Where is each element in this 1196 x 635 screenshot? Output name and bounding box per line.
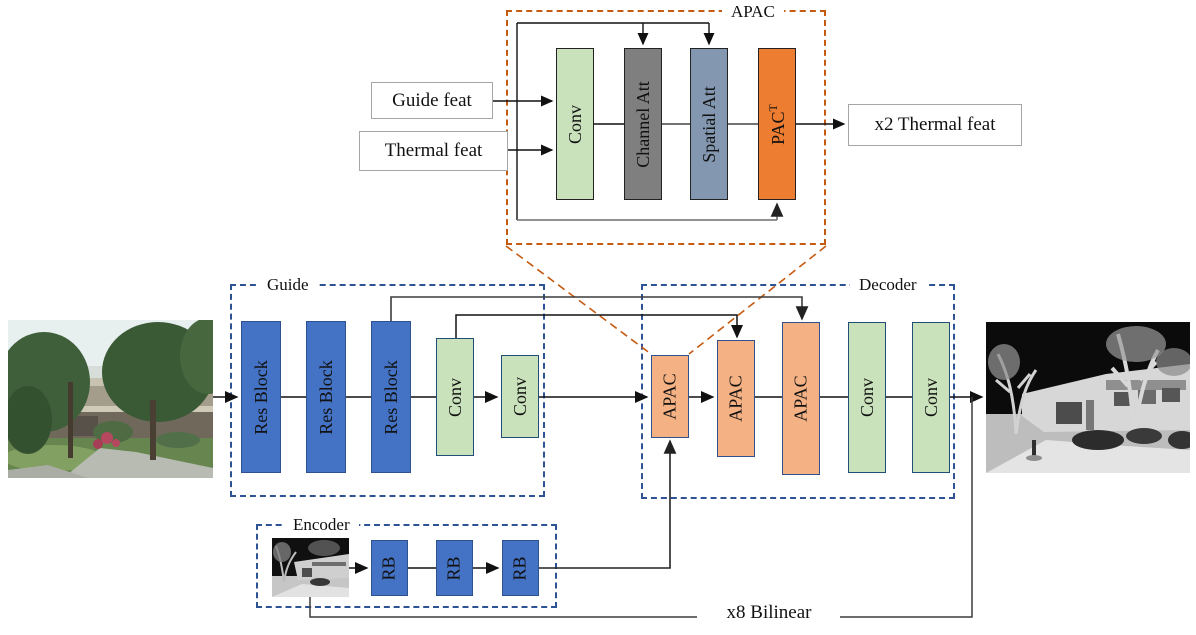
encoder-rb-2: RB bbox=[436, 540, 473, 596]
input-rgb-image bbox=[8, 320, 213, 478]
guide-feat-label-box: Guide feat bbox=[371, 82, 493, 119]
thermal-feat-label: Thermal feat bbox=[384, 140, 483, 161]
encoder-rb-3: RB bbox=[502, 540, 539, 596]
decoder-conv-1: Conv bbox=[848, 322, 886, 473]
x2-thermal-feat-label-box: x2 Thermal feat bbox=[848, 104, 1022, 146]
guide-box-label: Guide bbox=[258, 275, 318, 294]
guide-box bbox=[230, 284, 545, 497]
apac-conv-block: Conv bbox=[556, 48, 594, 200]
decoder-conv-2: Conv bbox=[912, 322, 950, 473]
decoder-box-label: Decoder bbox=[850, 275, 926, 294]
output-thermal-image bbox=[986, 322, 1190, 473]
thermal-feat-label-box: Thermal feat bbox=[359, 131, 508, 171]
decoder-apac-1: APAC bbox=[651, 355, 689, 438]
apac-channel-att-block: Channel Att bbox=[624, 48, 662, 200]
guide-res-block-1: Res Block bbox=[241, 321, 281, 473]
x2-thermal-feat-label: x2 Thermal feat bbox=[874, 114, 996, 135]
apac-module-box-label: APAC bbox=[722, 2, 784, 21]
apac-pac-block: PACT bbox=[758, 48, 796, 200]
guide-res-block-3: Res Block bbox=[371, 321, 411, 473]
encoder-box-label: Encoder bbox=[284, 515, 359, 534]
encoder-rb-1: RB bbox=[371, 540, 408, 596]
guide-conv-2: Conv bbox=[501, 355, 539, 438]
apac-spatial-att-block: Spatial Att bbox=[690, 48, 728, 200]
pac-label: PACT bbox=[765, 103, 788, 145]
guide-res-block-2: Res Block bbox=[306, 321, 346, 473]
guide-feat-label: Guide feat bbox=[392, 89, 472, 111]
guide-conv-1: Conv bbox=[436, 338, 474, 456]
encoder-thermal-image bbox=[272, 538, 349, 597]
x8-bilinear-label: x8 Bilinear bbox=[698, 602, 840, 624]
decoder-apac-3: APAC bbox=[782, 322, 820, 475]
apac-module-box bbox=[506, 10, 826, 245]
decoder-apac-2: APAC bbox=[717, 340, 755, 457]
encoder-box bbox=[256, 524, 557, 608]
